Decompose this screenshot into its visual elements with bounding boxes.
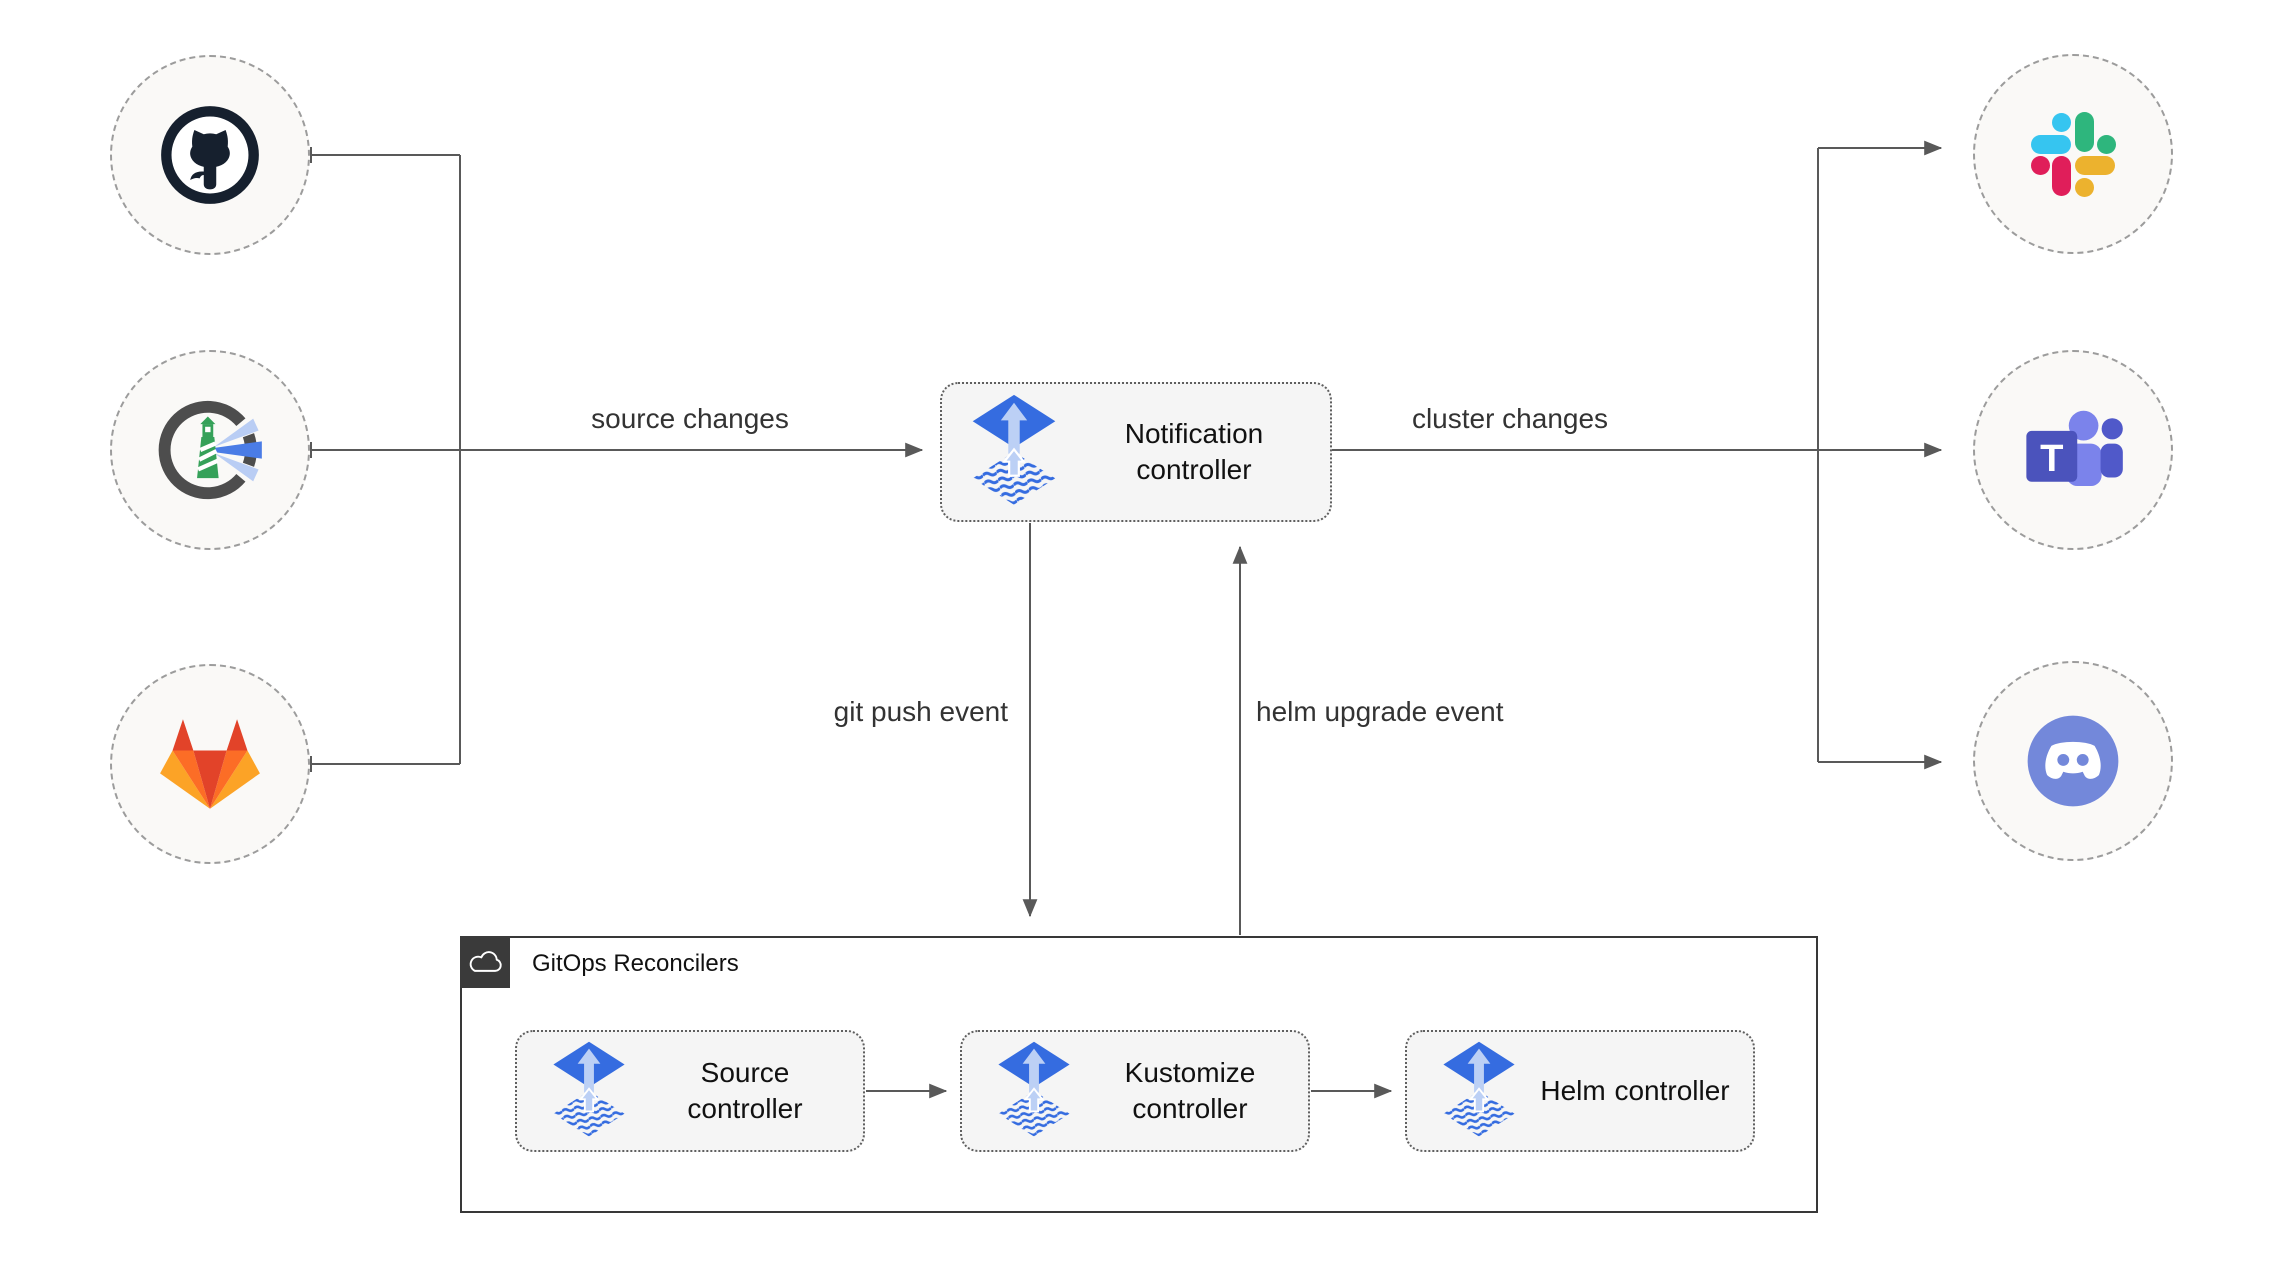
flux-icon [551, 1041, 627, 1141]
edge-label-cluster-changes: cluster changes [1411, 403, 1609, 434]
slack-node [1973, 54, 2173, 254]
flux-icon [1441, 1041, 1517, 1141]
github-node [110, 55, 310, 255]
source-controller-label: Source controller [687, 1057, 803, 1124]
gitops-group-title: GitOps Reconcilers [532, 950, 739, 977]
kustomize-controller-label: Kustomize controller [1124, 1057, 1256, 1124]
notification-controller-box: Notification controller [940, 382, 1332, 522]
github-icon [158, 103, 262, 207]
edge-label-helm-upgrade-event: helm upgrade event [1256, 696, 1504, 727]
helm-controller-box: Helm controller [1405, 1030, 1755, 1152]
helm-controller-label: Helm controller [1540, 1075, 1730, 1106]
gitops-badge [460, 936, 510, 988]
source-controller-box: Source controller [515, 1030, 865, 1152]
notification-controller-label: Notification controller [1124, 418, 1264, 485]
teams-node [1973, 350, 2173, 550]
gitlab-node [110, 664, 310, 864]
discord-node [1973, 661, 2173, 861]
flux-icon [996, 1041, 1072, 1141]
kustomize-controller-box: Kustomize controller [960, 1030, 1310, 1152]
edge-label-git-push-event: git push event [833, 696, 1008, 727]
discord-icon [2019, 707, 2127, 815]
slack-icon [2023, 104, 2123, 204]
cloud-icon [466, 948, 504, 976]
flux-icon [970, 394, 1058, 510]
harbor-icon [156, 396, 264, 504]
edge-label-source-changes: source changes [591, 403, 789, 434]
harbor-node [110, 350, 310, 550]
gitlab-icon [158, 715, 262, 813]
teams-icon [2020, 397, 2126, 503]
